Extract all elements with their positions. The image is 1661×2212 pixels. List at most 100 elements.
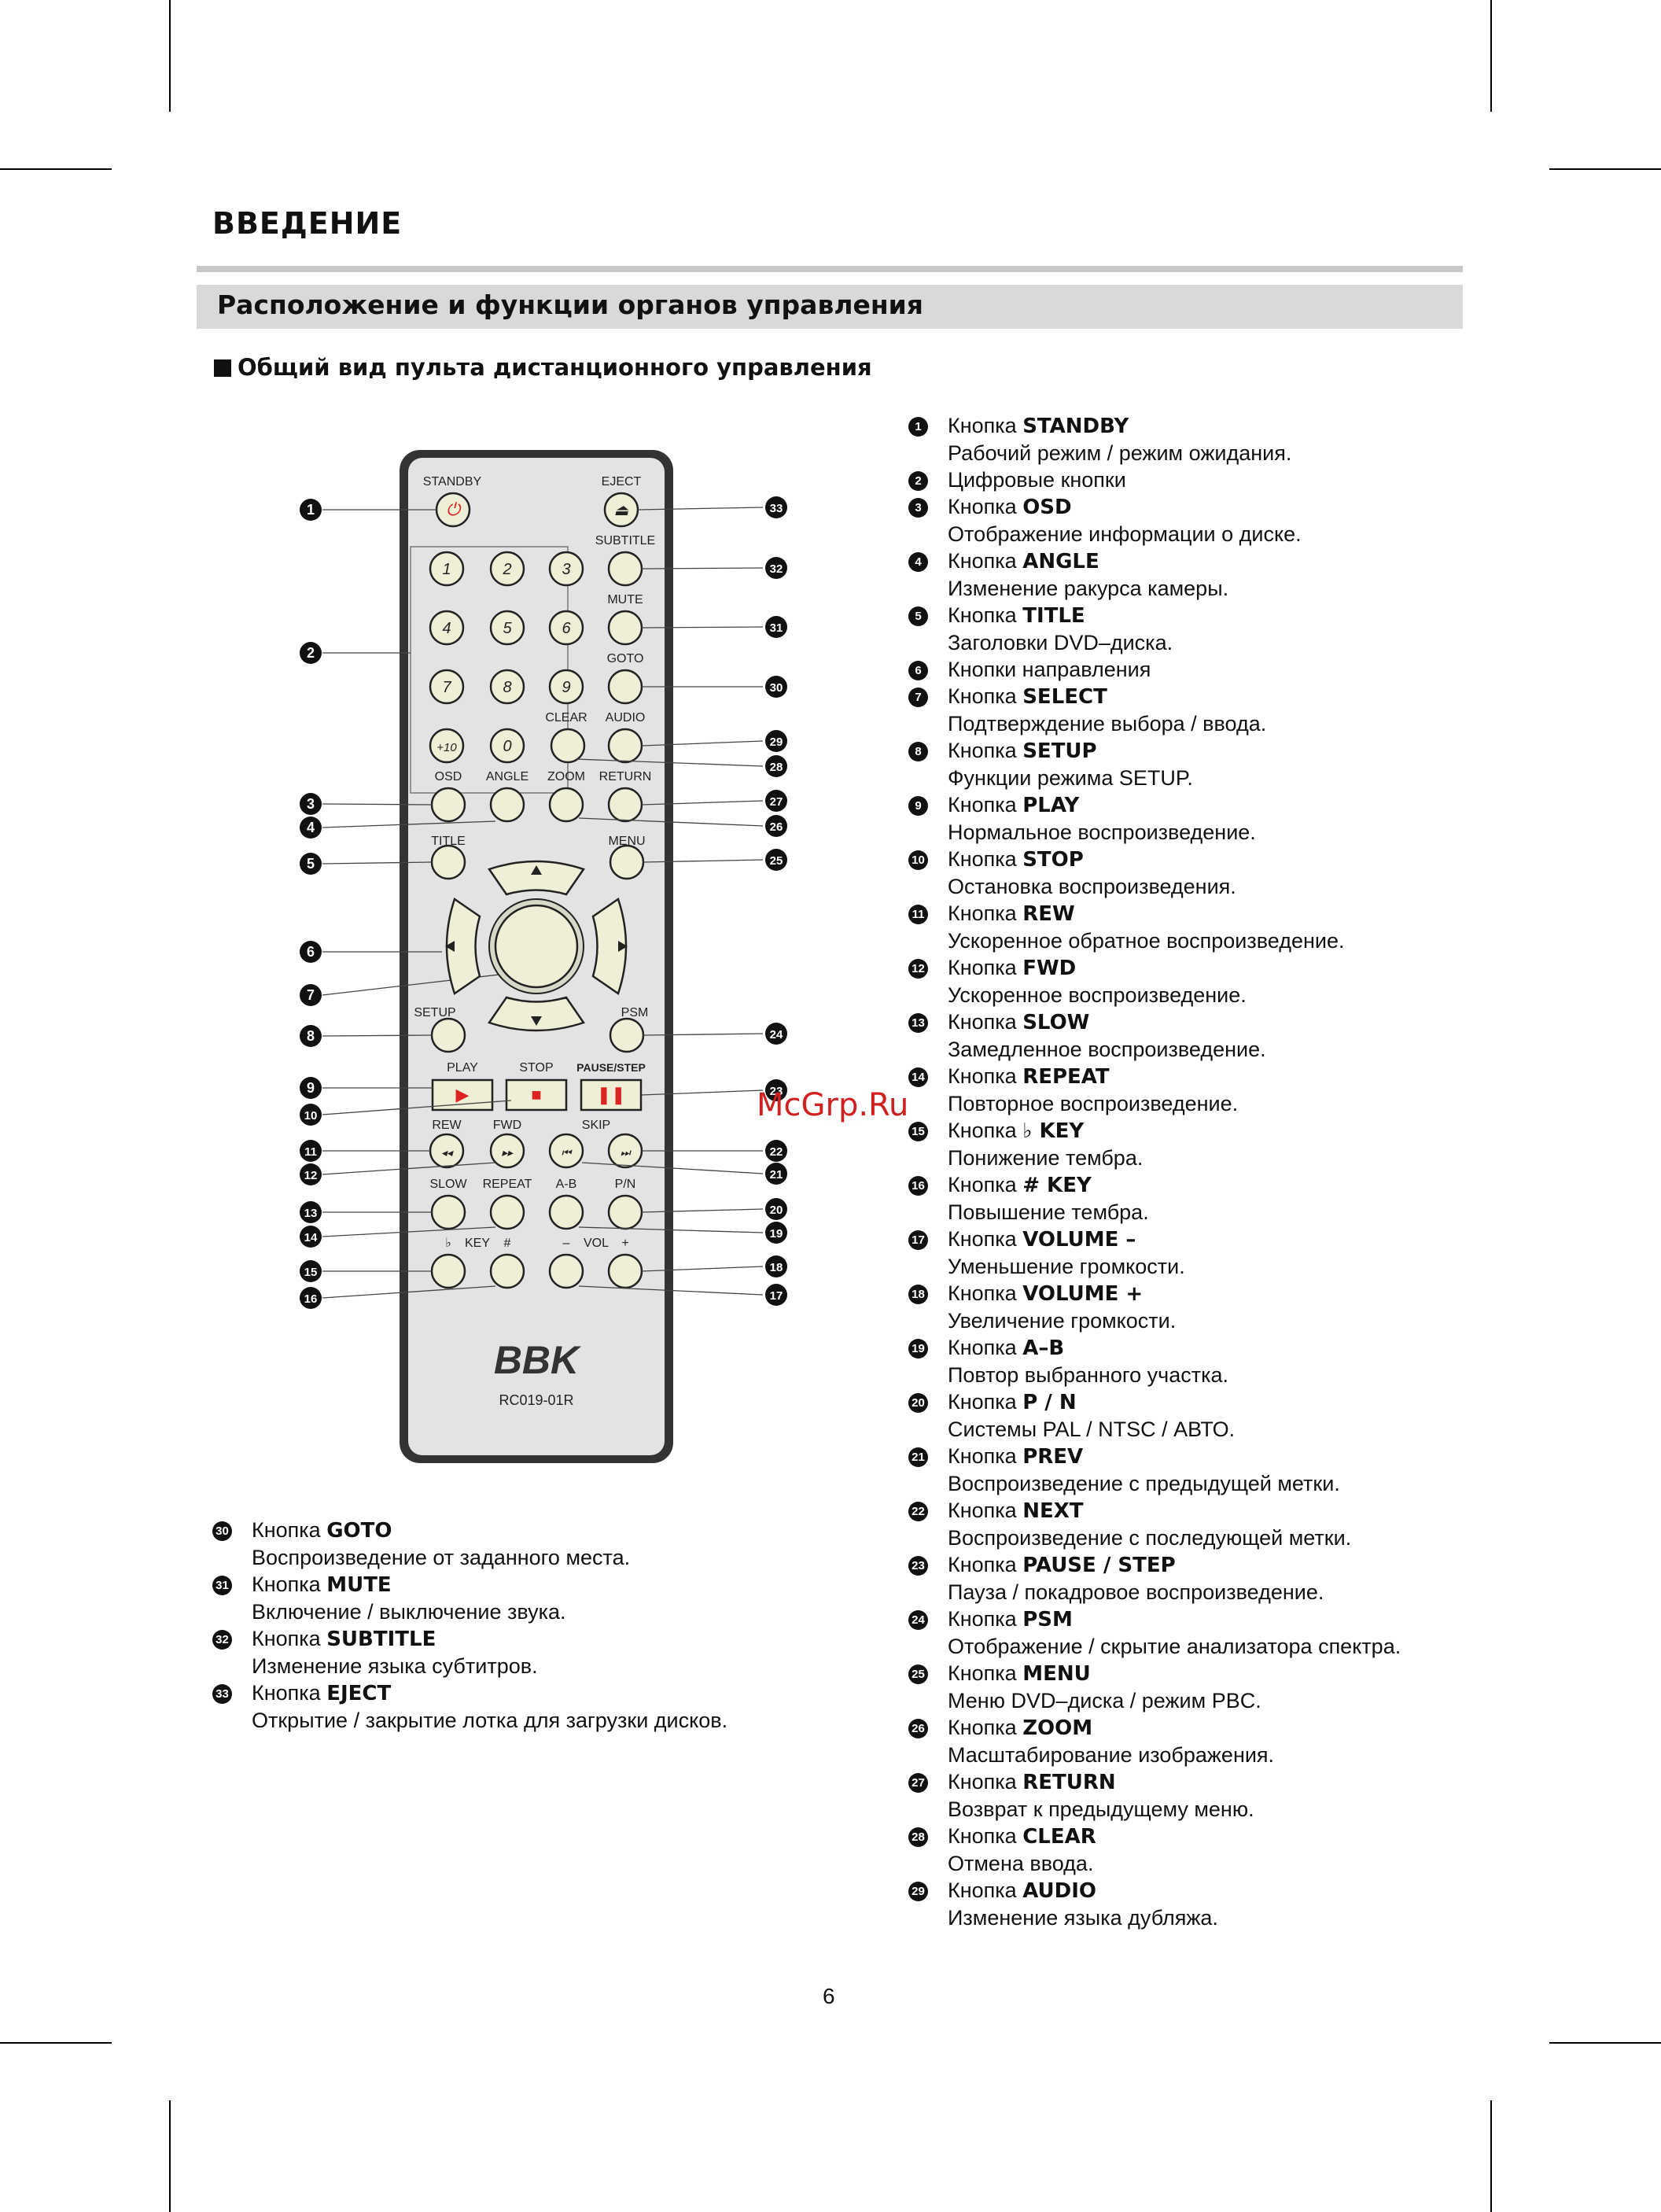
button-name: P / N — [1022, 1391, 1076, 1414]
svg-text:3: 3 — [562, 561, 570, 578]
description-item: 9Кнопка PLAYНормальное воспроизведение. — [908, 791, 1506, 846]
digit-button-0: 1 — [430, 552, 463, 585]
svg-text:13: 13 — [304, 1207, 318, 1220]
svg-text:8: 8 — [503, 679, 511, 696]
item-number-badge: 26 — [908, 1719, 928, 1738]
remote-label: P/N — [615, 1178, 636, 1191]
button-name: PSM — [1022, 1608, 1073, 1631]
item-description: Повторное воспроизведение. — [948, 1090, 1506, 1117]
item-prefix: Кнопки направления — [948, 658, 1151, 681]
callout-badge: 15 — [300, 1260, 322, 1282]
digit-button-8: 9 — [550, 670, 583, 703]
svg-text:7: 7 — [307, 987, 315, 1003]
svg-text:1: 1 — [442, 561, 451, 578]
item-number-badge: 13 — [908, 1013, 928, 1033]
item-number-badge: 22 — [908, 1502, 928, 1521]
remote-label: AUDIO — [606, 711, 646, 724]
callout-badge: 33 — [765, 496, 787, 518]
vol-minus-button — [550, 1255, 583, 1288]
item-prefix: Кнопка — [948, 1716, 1022, 1739]
item-prefix: Кнопка — [948, 847, 1022, 871]
item-prefix: Кнопка — [948, 1878, 1022, 1902]
callout-badge: 4 — [300, 817, 322, 839]
svg-text:26: 26 — [770, 820, 783, 834]
svg-text:10: 10 — [304, 1109, 318, 1123]
button-name: STOP — [1022, 848, 1084, 872]
svg-text:22: 22 — [770, 1145, 783, 1159]
item-prefix: Кнопка — [948, 495, 1022, 518]
item-prefix: Кнопка — [948, 549, 1022, 573]
remote-label: FWD — [493, 1119, 521, 1132]
svg-text:5: 5 — [503, 620, 512, 637]
item-prefix: Кнопка — [948, 1824, 1022, 1848]
svg-text:1: 1 — [307, 502, 315, 518]
description-item: 7Кнопка SELECTПодтверждение выбора / вво… — [908, 683, 1506, 737]
svg-text:15: 15 — [304, 1266, 318, 1279]
svg-text:◂◂: ◂◂ — [441, 1146, 454, 1159]
item-description: Увеличение громкости. — [948, 1307, 1506, 1334]
next-button: ⏭ — [609, 1134, 642, 1167]
description-item: 11Кнопка REWУскоренное обратное воспроиз… — [908, 900, 1506, 954]
item-number-badge: 8 — [908, 742, 928, 761]
description-item: 26Кнопка ZOOMМасштабирование изображения… — [908, 1714, 1506, 1768]
callout-badge: 26 — [765, 815, 787, 837]
item-description: Понижение тембра. — [948, 1145, 1506, 1171]
item-description: Пауза / покадровое воспроизведение. — [948, 1579, 1506, 1606]
callout-badge: 14 — [300, 1226, 322, 1248]
callout-badge: 25 — [765, 849, 787, 871]
svg-text:33: 33 — [770, 502, 783, 515]
button-name: OSD — [1022, 496, 1071, 519]
item-prefix: Кнопка — [948, 1607, 1022, 1631]
band-title: Расположение и функции органов управлени… — [217, 289, 923, 320]
svg-text:31: 31 — [770, 621, 783, 635]
callout-badge: 9 — [300, 1077, 322, 1099]
item-number-badge: 33 — [212, 1684, 232, 1704]
digit-button-9: +10 — [430, 729, 463, 762]
svg-text:18: 18 — [770, 1261, 783, 1274]
item-prefix: Кнопка — [252, 1572, 326, 1596]
item-number-badge: 27 — [908, 1773, 928, 1793]
crop-mark — [169, 0, 171, 112]
item-number-badge: 2 — [908, 471, 928, 491]
button-name: MUTE — [326, 1573, 391, 1597]
brand-logo: BBK — [494, 1338, 582, 1382]
item-prefix: Кнопка — [948, 1444, 1022, 1468]
item-prefix: Кнопка — [948, 1281, 1022, 1305]
callout-badge: 16 — [300, 1287, 322, 1309]
item-description: Меню DVD–диска / режим PBC. — [948, 1687, 1506, 1714]
item-number-badge: 30 — [212, 1521, 232, 1541]
ab-button — [550, 1196, 583, 1229]
callout-badge: 28 — [765, 755, 787, 777]
left-description-list: 30Кнопка GOTOВоспроизведение от заданног… — [212, 1517, 826, 1734]
svg-text:❚❚: ❚❚ — [597, 1085, 626, 1105]
psm-button — [610, 1019, 643, 1052]
item-number-badge: 24 — [908, 1610, 928, 1630]
remote-label: STANDBY — [423, 475, 482, 488]
item-prefix: Кнопка — [948, 793, 1022, 817]
svg-text:2: 2 — [502, 561, 511, 578]
item-description: Отмена ввода. — [948, 1850, 1506, 1877]
digit-button-5: 6 — [550, 611, 583, 644]
repeat-button — [491, 1196, 524, 1229]
remote-label: CLEAR — [545, 711, 587, 724]
svg-text:28: 28 — [770, 761, 783, 774]
pn-button — [609, 1196, 642, 1229]
callout-badge: 12 — [300, 1163, 322, 1185]
item-number-badge: 29 — [908, 1882, 928, 1901]
key-flat-button — [432, 1255, 465, 1288]
remote-label: A-B — [556, 1178, 577, 1191]
description-item: 27Кнопка RETURNВозврат к предыдущему мен… — [908, 1768, 1506, 1823]
item-prefix: Кнопка — [948, 1227, 1022, 1251]
item-number-badge: 4 — [908, 552, 928, 572]
remote-label: PAUSE/STEP — [576, 1061, 646, 1074]
remote-label: ZOOM — [547, 770, 585, 783]
item-prefix: Кнопка — [252, 1627, 326, 1650]
digit-button-10: 0 — [491, 729, 524, 762]
callout-badge: 2 — [300, 642, 322, 664]
